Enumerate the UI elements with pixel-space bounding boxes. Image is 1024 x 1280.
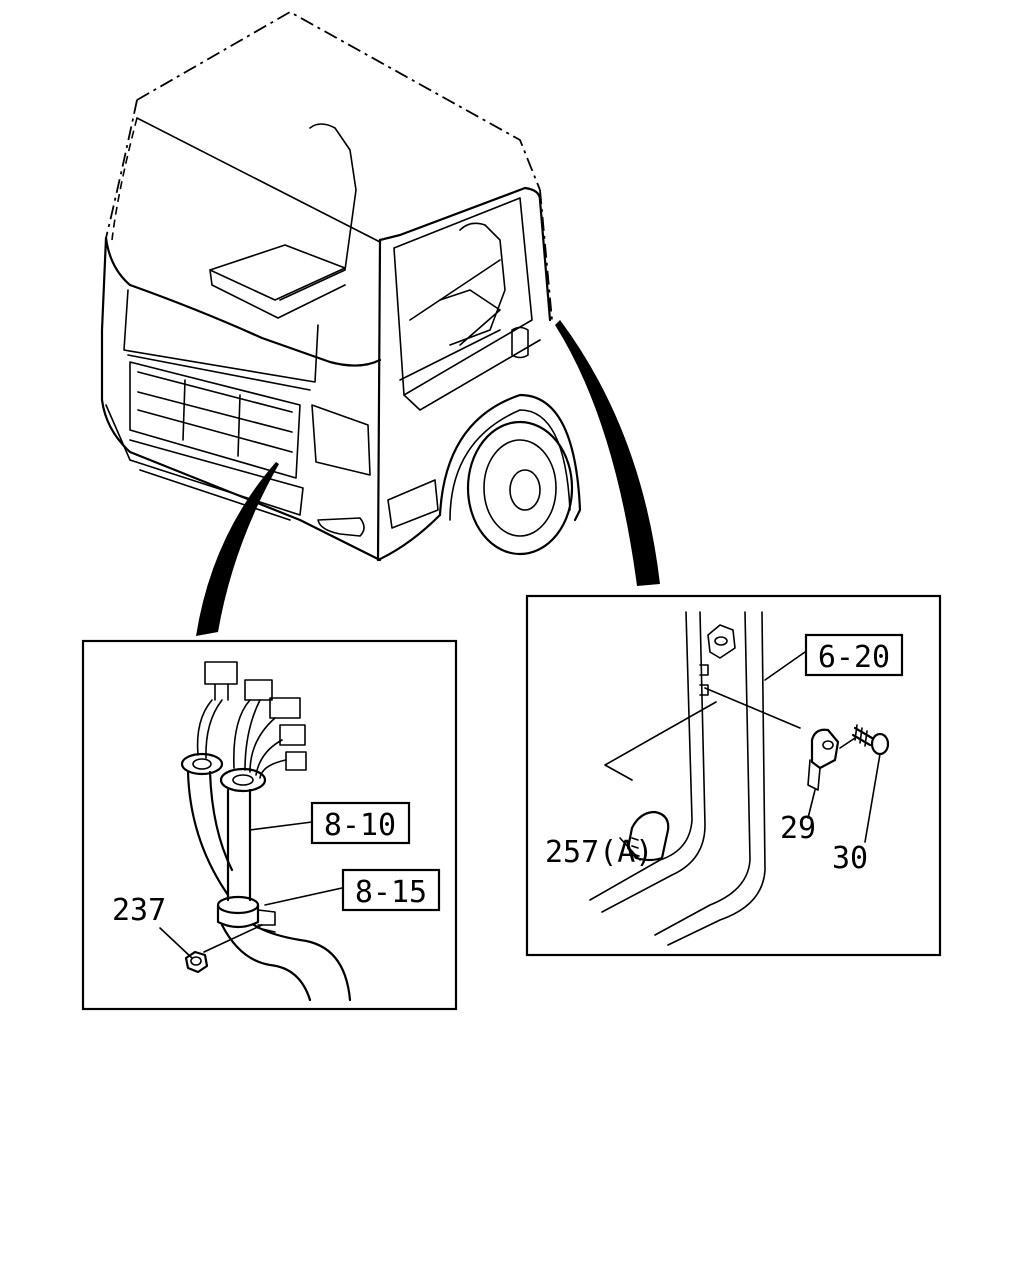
detail-panel-left — [81, 639, 458, 1011]
part-number-30: 30 — [832, 841, 868, 876]
reference-box-6-20[interactable]: 6-20 — [804, 633, 904, 677]
part-number-237: 237 — [112, 893, 166, 928]
ref-label-8-15: 8-15 — [355, 875, 427, 910]
ref-label-6-20: 6-20 — [818, 640, 890, 675]
reference-box-8-10[interactable]: 8-10 — [310, 801, 411, 845]
part-number-257a: 257(A) — [545, 835, 653, 870]
pointer-wedge-right — [555, 320, 660, 586]
reference-box-8-15[interactable]: 8-15 — [341, 868, 441, 912]
ref-label-8-10: 8-10 — [324, 808, 396, 843]
screw-30-icon — [851, 724, 890, 756]
part-number-29: 29 — [780, 811, 816, 846]
nut-237-icon — [184, 950, 209, 974]
clip-29-icon — [807, 728, 840, 791]
truck-cab-illustration — [100, 10, 582, 562]
detail-panel-right — [525, 594, 942, 957]
pointer-wedge-left — [196, 462, 279, 636]
